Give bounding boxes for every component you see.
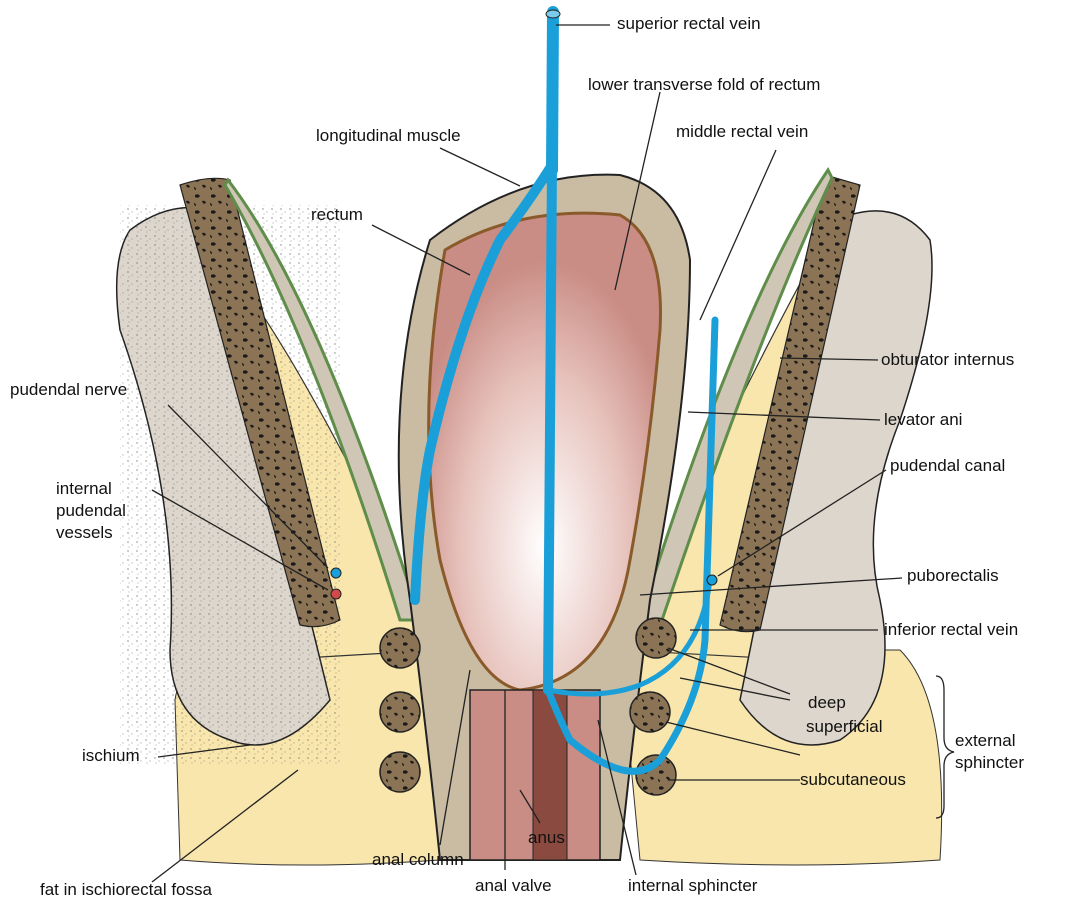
label-longitudinal-muscle: longitudinal muscle [316,126,461,146]
label-middle-rectal-vein: middle rectal vein [676,122,808,142]
label-subcutaneous: subcutaneous [800,770,906,790]
label-pudendal-nerve: pudendal nerve [10,380,127,400]
label-obturator-internus: obturator internus [881,350,1014,370]
label-external-sphincter: external sphincter [955,730,1024,774]
label-deep: deep [808,693,846,713]
label-levator-ani: levator ani [884,410,962,430]
label-ischium: ischium [82,746,140,766]
label-anal-column: anal column [372,850,464,870]
label-fat-in-ischiorectal-fossa: fat in ischiorectal fossa [40,880,212,900]
label-rectum: rectum [311,205,363,225]
label-puborectalis: puborectalis [907,566,999,586]
label-superficial: superficial [806,717,883,737]
label-internal-pudendal-vessels: internal pudendal vessels [56,478,126,544]
label-superior-rectal-vein: superior rectal vein [617,14,761,34]
label-pudendal-canal: pudendal canal [890,456,1005,476]
label-anal-valve: anal valve [475,876,552,896]
label-inferior-rectal-vein: inferior rectal vein [884,620,1018,640]
label-anus: anus [528,828,565,848]
label-lower-transverse-fold: lower transverse fold of rectum [588,75,820,95]
label-internal-sphincter: internal sphincter [628,876,757,896]
sphincter-left [380,628,420,792]
